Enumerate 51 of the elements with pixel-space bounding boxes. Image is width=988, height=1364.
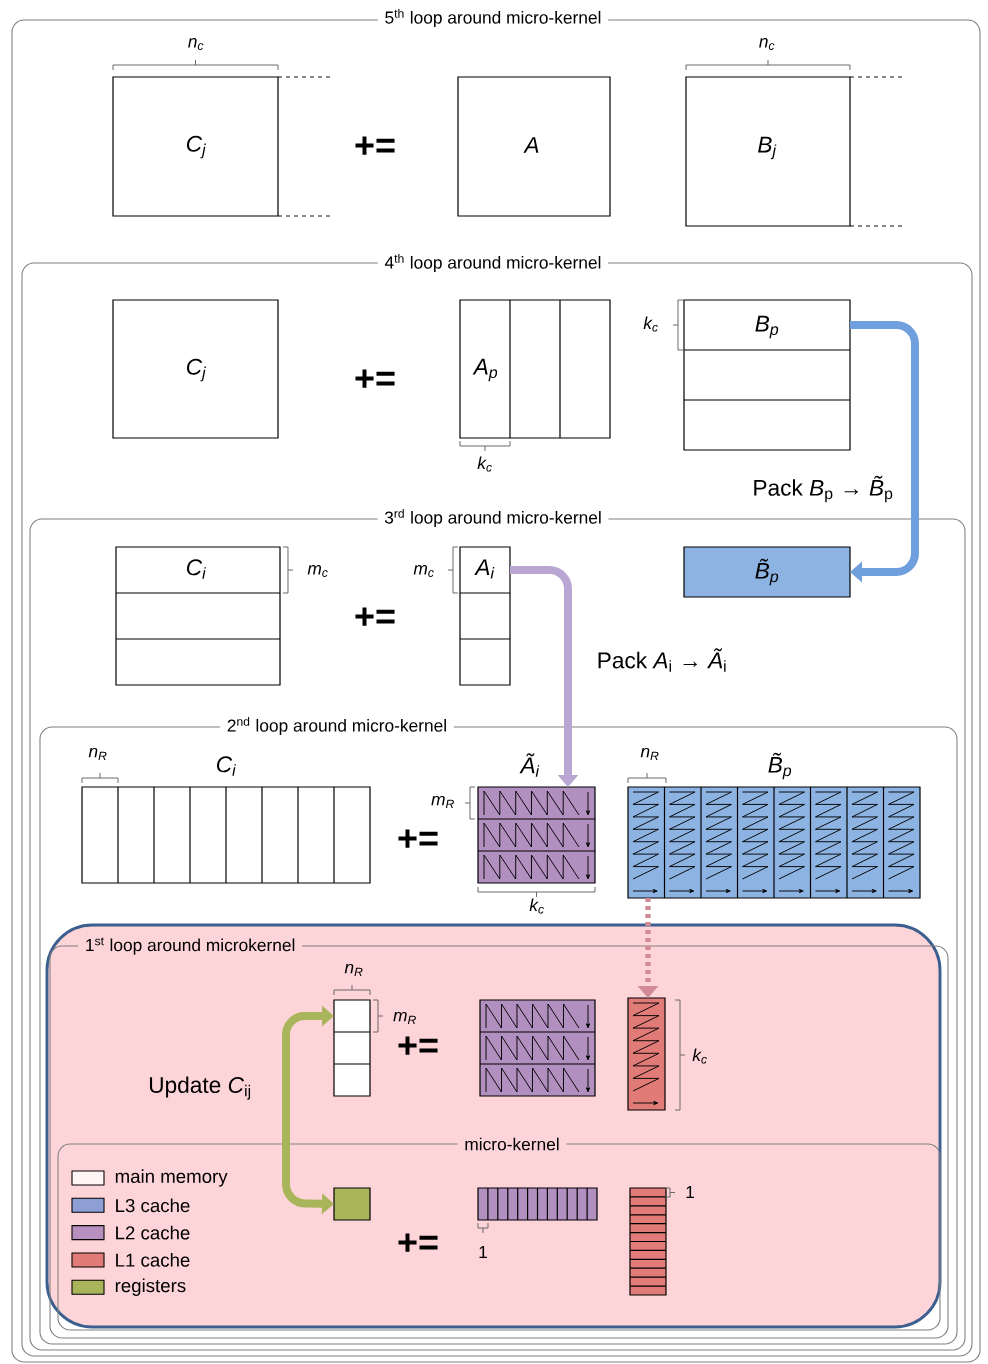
dimension-label: k$_{c}$ [477,456,492,472]
packed-block: Ã$_{i}$ [477,753,596,884]
node-label: th [394,253,404,263]
dimension-label: k$_{c}$ [692,1048,707,1064]
dimension-label: n$_{c}$ [759,38,775,50]
operator-symbol: += [355,607,395,626]
dimension-label: k$_{c}$ [643,316,658,332]
edge-label: Pack B$_{p}$ → B̃$_{p}$ [754,475,893,503]
matrix-block: C$_{j}$ [112,76,334,217]
matrix-block: C$_{i}$ [115,546,281,686]
edge-label: Pack A$_{i}$ → Ã$_{i}$ [598,648,726,672]
packed-block [479,999,596,1097]
dimension-label: n$_{R}$ [344,963,363,977]
legend-label: registers [115,1278,186,1296]
edge-label: Update C$_{ij}$ [149,1076,251,1100]
dimension-label: m$_{c}$ [413,565,434,577]
node-label: st [94,937,104,946]
operator-symbol: += [398,1233,438,1252]
node-label: C$_{i}$ [216,756,236,776]
legend-label: L3 cache [116,1198,190,1213]
matrix-block: A [457,76,611,217]
packed-block: B̃$_{p}$ [683,546,851,598]
packed-block [627,997,666,1111]
dimension-label: n$_{c}$ [188,38,204,50]
node-label: nd [237,716,250,726]
dimension-label: n$_{R}$ [640,747,659,761]
packed-block [333,999,371,1097]
matrix-block: C$_{j}$ [112,299,279,439]
operator-symbol: += [398,1036,438,1055]
operator-symbol: += [355,369,395,388]
node-label: B̃$_{p}$ [768,752,792,780]
node-label: rd [394,508,404,518]
matrix-block: A$_{i}$ [459,546,511,686]
dimension-label: m$_{R}$ [393,1011,416,1025]
legend-label: L1 cache [116,1253,190,1267]
dimension-label: m$_{c}$ [307,565,328,577]
matrix-block: B$_{j}$ [685,76,906,227]
node-label: th [394,8,404,18]
operator-symbol: += [398,829,438,848]
node-label: Ã$_{i}$ [519,753,540,777]
dimension-label: 1 [686,1186,694,1198]
legend-label: L2 cache [116,1225,190,1240]
matrix-block: A$_{p}$ [459,299,611,439]
legend-label: main memory [115,1169,228,1187]
packed-block [477,1187,598,1221]
dimension-label: 1 [479,1246,487,1258]
packed-block [629,1187,667,1296]
dimension-label: m$_{R}$ [431,795,454,809]
dimension-label: n$_{R}$ [88,747,107,761]
matrix-block: B$_{p}$ [683,299,851,451]
operator-symbol: += [355,136,395,155]
